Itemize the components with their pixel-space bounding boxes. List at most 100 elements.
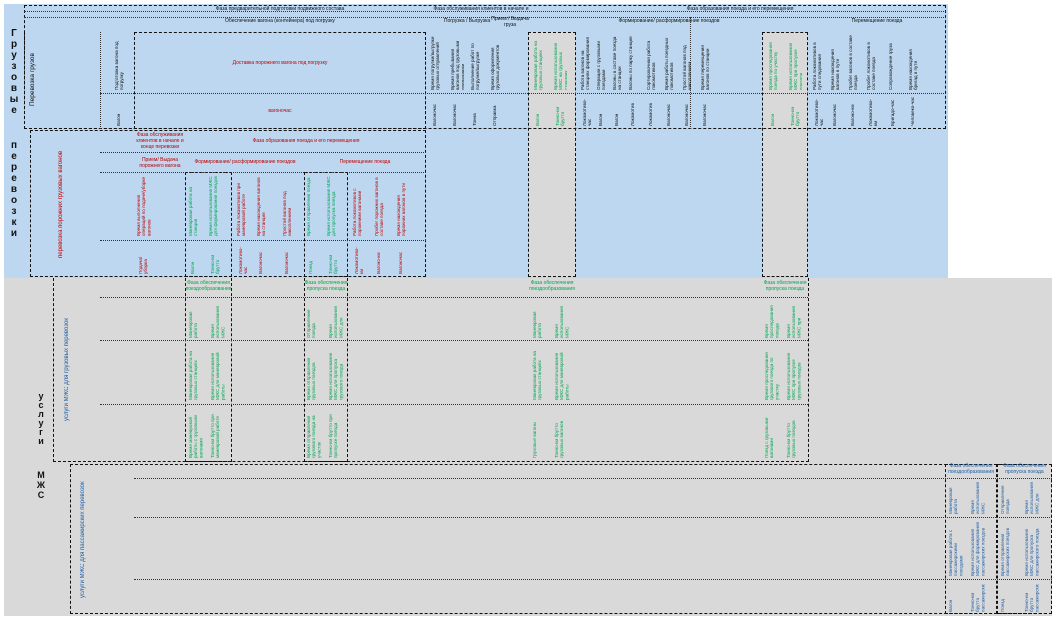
- rule: [134, 517, 1052, 518]
- side-letter: у: [38, 391, 44, 401]
- cargo-column-title: Время использования МЖС на грузовых стан…: [553, 42, 567, 90]
- empty-column-title: Простой вагонов под накоплением: [282, 191, 293, 236]
- svc-phase-passage-2: Фаза обеспечения пропуска поезда: [763, 280, 807, 292]
- service-cell: Грузовые вагоны: [532, 421, 537, 458]
- cargo-column-unit: Вагоночас: [666, 104, 671, 126]
- cargo-column-unit: Вагон: [535, 113, 540, 126]
- service-cell: Маневровая работа на грузовых станциях: [188, 351, 199, 400]
- cargo-column-title: Вагоны в составе поезда на станции: [612, 36, 623, 90]
- empty-column-title: Время использования МЖС для формирования…: [208, 176, 219, 236]
- header-phase-train: Фаза образования поезда и его перемещени…: [686, 6, 794, 12]
- cargo-column-title: Операции с грузовыми поездами: [596, 41, 607, 90]
- empty-column-title: Время нахождения порожних вагонов в пути: [396, 183, 407, 236]
- cargo-column-title: Маневровая работа на грузовых станциях: [533, 41, 544, 90]
- service-cell: Маневровая работа с пассажирскими поезда…: [948, 529, 964, 576]
- subheader-wagon-provision: Обеспечение вагона (контейнера) под погр…: [225, 18, 335, 24]
- side-letter: у: [38, 418, 44, 428]
- service-cell: Время использования МЖС для маневровой р…: [554, 352, 570, 400]
- cargo-column-unit: Локомотив: [630, 103, 635, 126]
- cargo-column-unit: Вагоно-км: [850, 104, 855, 126]
- side-letter: и: [10, 228, 18, 239]
- cargo-column-unit: Вагон: [614, 113, 619, 126]
- cargo-column-title: Вагоны по парку станции: [628, 36, 633, 90]
- service-cell: Время маневровой работы с грузовыми ваго…: [188, 414, 204, 458]
- empty-sub-movement: Перемещение поезда: [339, 159, 391, 165]
- svc-pass-phase-formation: Фаза обеспечения поездообразования: [948, 463, 994, 475]
- service-cell: Тонно-км брутто пассажирских вагонов: [970, 584, 986, 612]
- side-letter: ы: [9, 94, 19, 105]
- service-cell: Время использования МЖС при пропуске: [786, 305, 802, 338]
- header-phase-preparation: Фаза предварительной подготовки подвижно…: [215, 6, 345, 12]
- gray-column-passage-top: [763, 32, 807, 277]
- empty-column-title: Маневровая работа на станции: [188, 187, 199, 236]
- rule: [100, 172, 426, 173]
- delivery-label: Доставка порожнего вагона под погрузку: [232, 60, 328, 66]
- cargo-column-title: Время оформления грузовых документов: [490, 44, 501, 90]
- empty-column-title: Работа локомотивов при маневровой работе: [236, 183, 247, 236]
- svc-form-frame: [185, 278, 232, 462]
- service-cell: Время использования МЖС для пропуска гру…: [328, 352, 344, 400]
- cargo-column-title: Сопровождение груза: [888, 43, 893, 90]
- service-cell: Время использования МЖС для пропуска пое…: [1024, 482, 1040, 514]
- empty-phase-train: Фаза образования поезда и его перемещени…: [252, 138, 360, 144]
- cargo-column-unit: Тонна: [472, 113, 477, 126]
- subheader-loading: Погрузка / Выгрузка: [443, 18, 491, 24]
- empty-column-unit: Локомотиво-км: [354, 247, 365, 274]
- empty-column-unit: Подача/уборка вагонов: [138, 256, 150, 274]
- svc-pass-phase-passage: Фаза обеспечения пропуска поезда: [1003, 463, 1046, 475]
- svc-phase-formation: Фаза обеспечения поездообразования: [185, 280, 232, 292]
- side-letter: М: [37, 470, 45, 480]
- rule: [134, 478, 1052, 479]
- cargo-column-title: Работа локомотивов в пути следования: [812, 42, 823, 90]
- empty-column-unit: Вагоно-км: [376, 252, 381, 274]
- cargo-column-title: Время погрузки/выгрузки грузовых отправл…: [430, 36, 441, 90]
- cargo-column-unit: Тонно-км брутто: [555, 106, 565, 126]
- passenger-services-frame: [70, 464, 1052, 614]
- side-letter: в: [10, 83, 18, 94]
- svc-phase-passage: Фаза обеспечения пропуска поезда: [304, 280, 348, 292]
- empty-column-title: Работа локомотивов с порожними вагонами: [352, 188, 363, 236]
- side-letter: е: [11, 151, 17, 162]
- cargo-column-unit: Локомотиво-км: [868, 99, 878, 126]
- service-cell: Время использования МЖС: [554, 305, 570, 338]
- empty-column-title: Время нахождения вагонов на станции: [256, 177, 267, 236]
- empty-column-unit: Вагоночас: [284, 252, 289, 274]
- side-letter: к: [11, 217, 17, 228]
- empty-sub-formation: Формирование/ расформирование поездов: [194, 159, 296, 165]
- service-cell: Время отправления пассажирских поездов: [1000, 527, 1011, 576]
- cargo-delivery-frame: [134, 32, 426, 129]
- cargo-column-unit: Вагон: [770, 113, 775, 126]
- empty-column-title: Время выполнения операций по подаче/убор…: [136, 176, 152, 236]
- cargo-column-unit: Вагоночас: [452, 104, 457, 126]
- subheader-formation: Формирование/ расформирование поездов: [618, 18, 720, 24]
- rule: [100, 240, 426, 241]
- empty-phase-client: Фаза обслуживания клиентов в начале и ко…: [136, 132, 184, 150]
- service-cell: Вагон: [948, 599, 953, 612]
- side-letter: и: [38, 436, 44, 446]
- side-letter: з: [11, 206, 17, 217]
- service-cell: Отправление поезда: [1000, 485, 1011, 514]
- cargo-column-title: Время пребывания вагонов под грузовыми о…: [450, 40, 464, 90]
- cargo-column-title: Время нахождения вагонов в пути: [830, 49, 841, 90]
- cargo-column-unit: Вагон: [598, 113, 603, 126]
- freight-services-band: [28, 278, 1052, 464]
- cargo-column-unit: Вагоночас: [832, 104, 837, 126]
- cargo-column-unit: Вагоночас: [684, 104, 689, 126]
- side-letter: в: [10, 184, 18, 195]
- service-cell: Маневровая работа: [188, 311, 199, 338]
- rule: [24, 17, 946, 18]
- cargo-column-unit: Отправка: [492, 105, 497, 126]
- cargo-shunting-frame: [528, 32, 576, 277]
- side-letter: е: [11, 173, 17, 184]
- cargo-column-unit: Локомотиво-час: [814, 99, 824, 126]
- rule: [100, 93, 946, 94]
- service-cell: Поезд с грузовыми вагонами: [764, 417, 775, 458]
- empty-sub-receive: Прием/ Выдача порожнего вагона: [139, 157, 181, 169]
- cargo-column-title: Сортировочная работа локомотивов: [646, 41, 657, 90]
- cargo-column-unit: Локомотиво-час: [582, 99, 592, 126]
- cargo-column-title: Время работы поездных локомотивов: [664, 37, 675, 90]
